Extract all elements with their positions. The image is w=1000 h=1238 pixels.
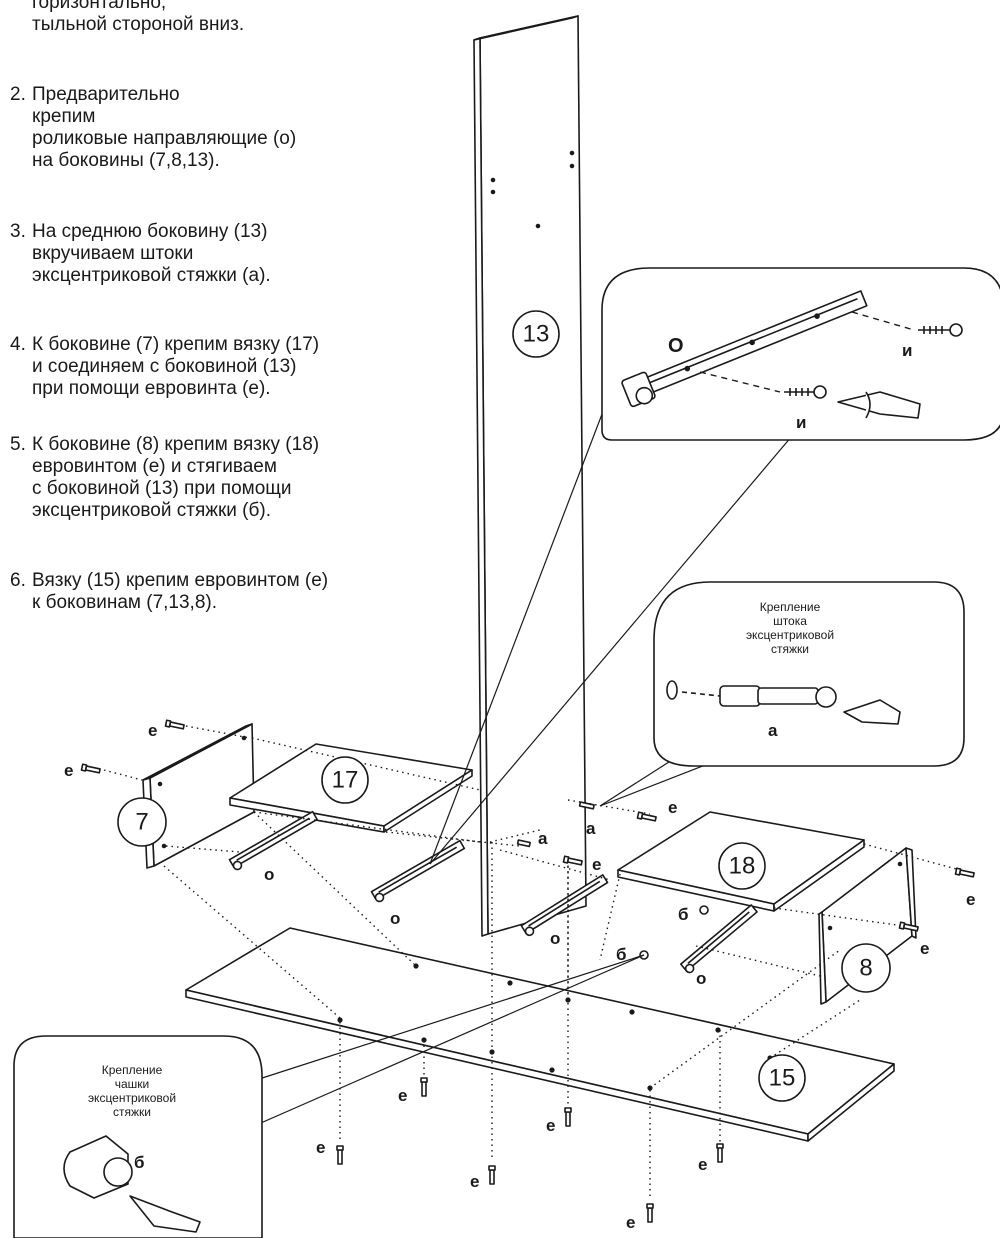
- roller-rails: [228, 810, 758, 974]
- screw-e-10: [564, 1107, 572, 1127]
- label-e: е: [698, 1155, 707, 1174]
- stem-a-1: [516, 839, 531, 848]
- wood-screw-icon: [918, 323, 963, 337]
- instruction-step-6: 6. Вязку (15) крепим евровинтом (е) к бо…: [10, 570, 329, 613]
- screw-e-12: [716, 1143, 724, 1163]
- callout-rail-label-o: О: [668, 335, 684, 357]
- label-b: б: [616, 945, 627, 964]
- callout-title-line: чашки: [115, 1077, 150, 1091]
- callout-leaders: [253, 387, 793, 1127]
- part-label-7: 7: [135, 809, 148, 836]
- screw-e-4: [562, 855, 583, 866]
- cup-detail: [63, 1135, 201, 1233]
- callout-title-line: стяжки: [113, 1105, 151, 1119]
- panel-15: [185, 927, 895, 1142]
- callout-rail-label-i: и: [796, 413, 806, 432]
- label-e: е: [398, 1086, 407, 1105]
- label-e: е: [316, 1138, 325, 1157]
- rail-detail: [621, 290, 868, 408]
- part-circle-15: [758, 1054, 806, 1102]
- rail-mid-right: [520, 874, 609, 937]
- screw-e-9: [488, 1165, 496, 1185]
- label-o: о: [390, 909, 400, 928]
- part-circle-17: [321, 756, 369, 804]
- wood-screw-icon-2: [784, 385, 827, 399]
- callout-title-line: Крепление: [102, 1063, 163, 1077]
- label-o: о: [550, 929, 560, 948]
- instruction-step-1-tail: горизонтально, тыльной стороной вниз.: [32, 0, 245, 35]
- callout-stem-label: а: [768, 721, 778, 740]
- rail-left: [228, 810, 318, 871]
- label-e: е: [64, 761, 73, 780]
- label-a: а: [538, 829, 548, 848]
- label-o: о: [696, 969, 706, 988]
- callout-rail-label-i: и: [902, 341, 912, 360]
- part-circle-18: [718, 842, 766, 890]
- part-circle-13: [512, 310, 560, 358]
- part-label-13: 13: [523, 321, 550, 348]
- label-e: е: [668, 798, 677, 817]
- label-e: е: [148, 721, 157, 740]
- label-e: е: [920, 939, 929, 958]
- rail-mid-left: [370, 839, 466, 903]
- label-e: е: [626, 1213, 635, 1232]
- screw-e-5: [954, 867, 975, 878]
- label-e: е: [966, 890, 975, 909]
- callout-title-line: эксцентриковой: [88, 1091, 176, 1105]
- screw-e-8: [420, 1077, 428, 1097]
- part-label-8: 8: [859, 955, 872, 982]
- part-label-17: 17: [332, 767, 359, 794]
- part-circle-8: [841, 943, 891, 993]
- part-circle-7: [117, 797, 167, 847]
- rail-right: [679, 904, 758, 974]
- euroscrews: [80, 719, 975, 1223]
- instruction-step-4: 4. К боковине (7) крепим вязку (17) и со…: [10, 334, 320, 399]
- label-o: о: [264, 865, 274, 884]
- callout-cup-label: б: [134, 1153, 145, 1172]
- screw-e-1: [164, 719, 185, 730]
- label-e: е: [592, 855, 601, 874]
- cup-b-1: [699, 905, 709, 915]
- instruction-step-3: 3. На среднюю боковину (13) вкручиваем ш…: [10, 221, 271, 286]
- callout-title-line: штока: [773, 614, 807, 628]
- screw-e-6: [898, 921, 919, 932]
- screwdriver-icon: [837, 391, 921, 419]
- label-e: е: [546, 1116, 555, 1135]
- label-b: б: [678, 905, 689, 924]
- instruction-step-2: 2. Предварительно крепим роликовые напра…: [10, 84, 297, 171]
- part-label-15: 15: [769, 1065, 796, 1092]
- screw-e-2: [80, 763, 101, 774]
- stem-hole-icon: [666, 680, 678, 700]
- screw-e-3: [636, 811, 657, 822]
- screw-e-11: [646, 1203, 654, 1223]
- assembly-dotted-lines: [103, 725, 961, 1200]
- stem-detail: [719, 685, 901, 725]
- label-e: е: [470, 1172, 479, 1191]
- panel-13: [473, 15, 587, 937]
- instruction-step-5: 5. К боковине (8) крепим вязку (18) евро…: [10, 434, 320, 521]
- callout-title-line: стяжки: [771, 642, 809, 656]
- label-a: а: [586, 819, 596, 838]
- callout-title-line: Крепление: [760, 600, 821, 614]
- part-label-18: 18: [729, 853, 756, 880]
- callout-title-line: эксцентриковой: [746, 628, 834, 642]
- screw-e-7: [336, 1145, 344, 1165]
- stem-a-2: [578, 801, 595, 810]
